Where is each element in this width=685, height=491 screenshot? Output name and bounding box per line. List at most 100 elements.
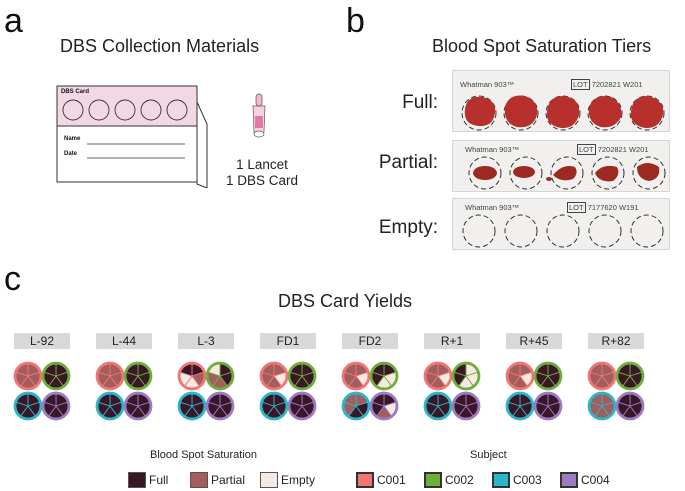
legend-c004: C004 — [560, 472, 610, 488]
card-pie-c004 — [205, 391, 235, 421]
card-header-label: DBS Card — [61, 89, 90, 95]
legend-partial-label: Partial — [211, 473, 246, 487]
card-pie-c004 — [451, 391, 481, 421]
pie-slice — [536, 363, 549, 377]
panel-c-letter: c — [4, 260, 21, 298]
tier-strip-empty: Whatman 903™ LOT 7177620 W191 — [452, 198, 670, 250]
card-cover-flap — [196, 101, 208, 188]
card-pie-c001 — [423, 361, 453, 391]
pie-slice — [536, 393, 549, 407]
card-pie-c003 — [587, 391, 617, 421]
subject-ring — [423, 361, 453, 391]
pie-slice — [290, 363, 303, 377]
legend-full-label: Full — [149, 473, 169, 487]
dbs-card-illustration — [56, 85, 208, 188]
swatch-c002 — [424, 472, 442, 488]
pie-slice — [454, 393, 467, 407]
subject-ring — [13, 391, 43, 421]
subject-ring — [287, 361, 317, 391]
subject-ring — [95, 391, 125, 421]
card-pie-c003 — [505, 391, 535, 421]
card-pie-c004 — [615, 391, 645, 421]
tier-strip-partial: Whatman 903™ LOT 7202821 W201 — [452, 140, 670, 192]
swatch-partial — [190, 472, 208, 488]
swatch-full — [128, 472, 146, 488]
pie-slice — [262, 393, 275, 407]
pie-slice — [344, 363, 357, 377]
strip-brand: Whatman 903™ — [460, 80, 515, 89]
lot-tag: LOT — [571, 79, 590, 90]
subject-ring — [177, 361, 207, 391]
subject-ring — [505, 391, 535, 421]
subject-ring — [205, 391, 235, 421]
subject-ring — [205, 361, 235, 391]
lot-number: 7202821 W201 — [591, 80, 643, 89]
card-pie-c004 — [41, 391, 71, 421]
subject-ring — [587, 361, 617, 391]
legend-full: Full — [128, 472, 168, 488]
panel-b-letter: b — [346, 2, 365, 40]
card-pie-c002 — [533, 361, 563, 391]
pie-slice — [590, 363, 603, 377]
pie-slice — [208, 363, 221, 377]
panel-a-title: DBS Collection Materials — [60, 36, 260, 56]
card-pie-c004 — [533, 391, 563, 421]
pie-slice — [590, 393, 603, 407]
timepoint-label: FD1 — [260, 333, 316, 349]
subject-ring — [369, 361, 399, 391]
strip-spots-partial — [468, 156, 666, 190]
subject-ring — [341, 361, 371, 391]
card-pie-c004 — [123, 391, 153, 421]
card-pie-c003 — [259, 391, 289, 421]
card-pie-c003 — [423, 391, 453, 421]
kit-contents: 1 Lancet 1 DBS Card — [212, 157, 312, 189]
card-pie-c002 — [369, 361, 399, 391]
pie-slice — [426, 363, 439, 377]
legend-c003-label: C003 — [513, 473, 542, 487]
panel-a-letter: a — [4, 2, 23, 40]
card-pie-c002 — [287, 361, 317, 391]
pie-slice — [98, 363, 111, 377]
lot-number: 7202821 W201 — [597, 145, 649, 154]
subject-ring — [177, 391, 207, 421]
card-pie-c001 — [341, 361, 371, 391]
subject-ring — [41, 391, 71, 421]
card-pie-c001 — [505, 361, 535, 391]
card-pie-c001 — [587, 361, 617, 391]
tier-label-full: Full: — [402, 92, 438, 113]
pie-slice — [98, 393, 111, 407]
legend-saturation-title: Blood Spot Saturation — [150, 449, 258, 461]
card-pie-c001 — [13, 361, 43, 391]
legend-c001-label: C001 — [377, 473, 406, 487]
panel-b-title: Blood Spot Saturation Tiers — [432, 36, 652, 56]
legend-c001: C001 — [356, 472, 406, 488]
panel-c-title: DBS Card Yields — [278, 291, 413, 311]
subject-ring — [423, 391, 453, 421]
legend-empty: Empty — [260, 472, 315, 488]
subject-ring — [451, 391, 481, 421]
pie-slice — [16, 363, 29, 377]
strip-brand: Whatman 903™ — [465, 145, 520, 154]
card-pie-c004 — [369, 391, 399, 421]
kit-line-card: 1 DBS Card — [225, 173, 299, 188]
card-pie-c001 — [259, 361, 289, 391]
card-yield-grid — [13, 361, 645, 421]
card-pie-c003 — [177, 391, 207, 421]
swatch-c003 — [492, 472, 510, 488]
swatch-empty — [260, 472, 278, 488]
pie-slice — [508, 393, 521, 407]
kit-line-lancet: 1 Lancet — [236, 157, 288, 172]
legend-subject-title: Subject — [470, 449, 507, 461]
subject-ring — [615, 361, 645, 391]
timepoint-label: FD2 — [342, 333, 398, 349]
subject-ring — [123, 361, 153, 391]
pie-slice — [372, 393, 385, 407]
subject-ring — [259, 361, 289, 391]
card-pie-c002 — [123, 361, 153, 391]
pie-slice — [180, 363, 193, 377]
card-date-label: Date — [64, 151, 78, 157]
pie-slice — [344, 393, 357, 407]
pie-slice — [180, 393, 193, 407]
pie-slice — [16, 393, 29, 407]
pie-slice — [126, 363, 139, 377]
